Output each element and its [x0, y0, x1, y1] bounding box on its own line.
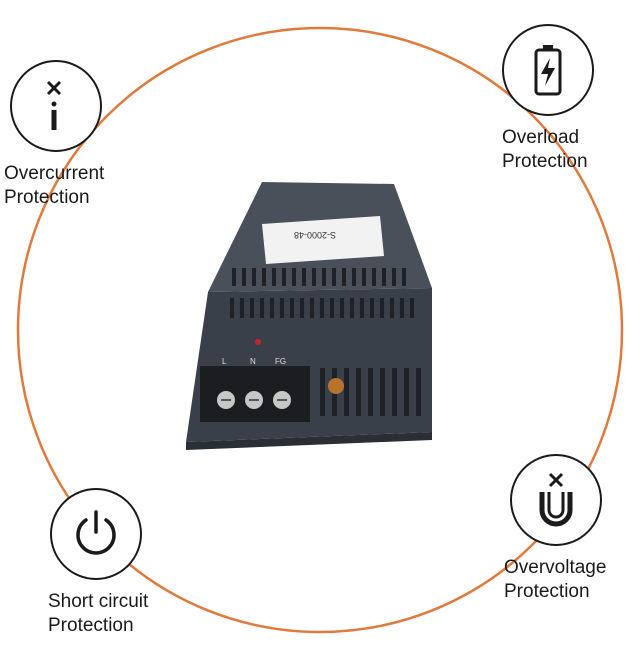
feature-label-line2: Protection — [48, 615, 134, 636]
case-label-sticker — [262, 216, 384, 264]
terminal-label-fg: FG — [275, 357, 286, 366]
feature-overvoltage: Overvoltage Protection — [504, 454, 606, 604]
feature-label-line2: Protection — [502, 151, 588, 172]
feature-short-circuit: Short circuit Protection — [48, 488, 148, 638]
model-label: S-2000-48 — [294, 230, 336, 240]
feature-overcurrent: Overcurrent Protection — [4, 60, 104, 210]
feature-label-line2: Protection — [504, 581, 590, 602]
feature-label-line1: Short circuit — [48, 591, 149, 612]
feature-label: Overvoltage Protection — [504, 556, 606, 604]
terminal-label-n: N — [250, 357, 256, 366]
voltage-x-u-icon — [510, 454, 602, 546]
feature-label: Short circuit Protection — [48, 590, 148, 638]
feature-label-line2: Protection — [4, 187, 90, 208]
top-vents — [230, 268, 414, 318]
terminal-label-l: L — [222, 357, 227, 366]
feature-label: Overcurrent Protection — [4, 162, 104, 210]
terminal-screws — [217, 391, 291, 409]
feature-label-line1: Overcurrent — [4, 163, 105, 184]
fan-coil — [328, 378, 344, 394]
led-indicator — [255, 339, 261, 345]
current-x-i-icon — [10, 60, 102, 152]
feature-label-line1: Overvoltage — [504, 557, 607, 578]
feature-label: Overload Protection — [502, 126, 594, 174]
power-icon — [50, 488, 142, 580]
feature-label-line1: Overload — [502, 127, 580, 148]
feature-overload: Overload Protection — [502, 24, 594, 174]
power-supply-image: S-2000-48 L N FG — [186, 182, 432, 450]
case-front-edge — [186, 432, 432, 450]
battery-bolt-icon — [502, 24, 594, 116]
